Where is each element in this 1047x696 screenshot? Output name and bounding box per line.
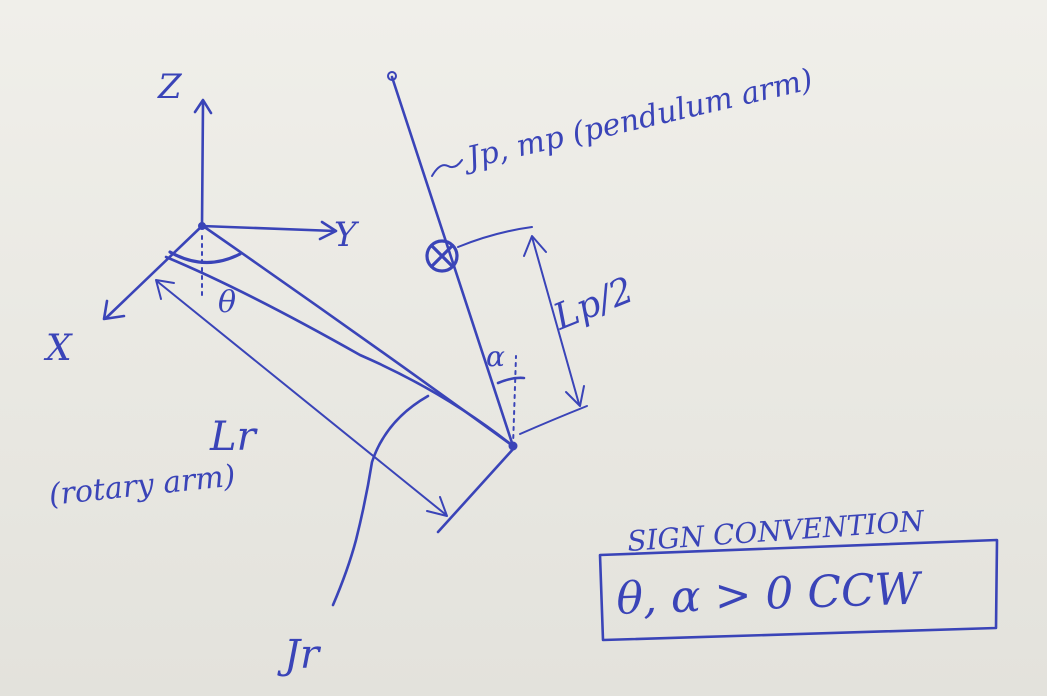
y-axis-label: Y	[334, 215, 360, 255]
sign-convention-heading: SIGN CONVENTION	[626, 504, 926, 558]
rotary-arm-lower-edge	[164, 255, 515, 448]
lr-arrowhead-start	[155, 279, 175, 300]
z-axis-label: Z	[157, 67, 183, 107]
rotary-arm-end-cap	[436, 445, 517, 534]
lp-extension-top	[457, 226, 533, 248]
center-of-mass-circle	[425, 239, 459, 273]
theta-label: θ	[218, 285, 236, 320]
pendulum-parameters-label: Jp, mp (pendulum arm)	[458, 62, 816, 177]
z-axis	[200, 101, 205, 228]
lp-half-label: Lp/2	[547, 270, 639, 339]
pendulum-label-leader	[431, 159, 463, 177]
coordinate-frame	[102, 98, 338, 321]
lr-label: Lr	[209, 414, 259, 460]
y-arrowhead	[318, 220, 338, 241]
lr-dimension-line	[157, 281, 446, 515]
lp-dimension-line	[531, 236, 580, 405]
x-axis	[104, 224, 204, 320]
alpha-reference-line	[512, 355, 517, 447]
alpha-arc	[496, 376, 526, 385]
rotary-arm-curved-arrow	[331, 394, 430, 607]
pendulum-arm	[387, 71, 526, 448]
sign-convention-box	[598, 538, 999, 642]
lp-half-dimension	[457, 226, 588, 435]
center-of-mass-cross	[430, 244, 454, 268]
lr-dimension	[155, 279, 448, 517]
jr-label: Jr	[277, 632, 322, 678]
lp-arrowhead-bottom	[565, 385, 585, 407]
pendulum-rod	[390, 75, 515, 448]
lr-arrowhead-end	[426, 496, 448, 517]
x-axis-label: X	[43, 328, 73, 369]
y-axis	[200, 224, 337, 233]
lp-extension-bottom	[519, 405, 588, 435]
lp-arrowhead-top	[523, 235, 547, 257]
rotary-arm	[164, 224, 518, 607]
lr-description: (rotary arm)	[47, 459, 237, 513]
pendulum-top-pin	[387, 71, 397, 81]
alpha-label: α	[486, 340, 505, 373]
sign-convention-rule: θ, α > 0 CCW	[616, 563, 925, 625]
theta-arc	[168, 250, 242, 265]
x-arrowhead	[102, 299, 126, 321]
z-arrowhead	[193, 98, 213, 115]
